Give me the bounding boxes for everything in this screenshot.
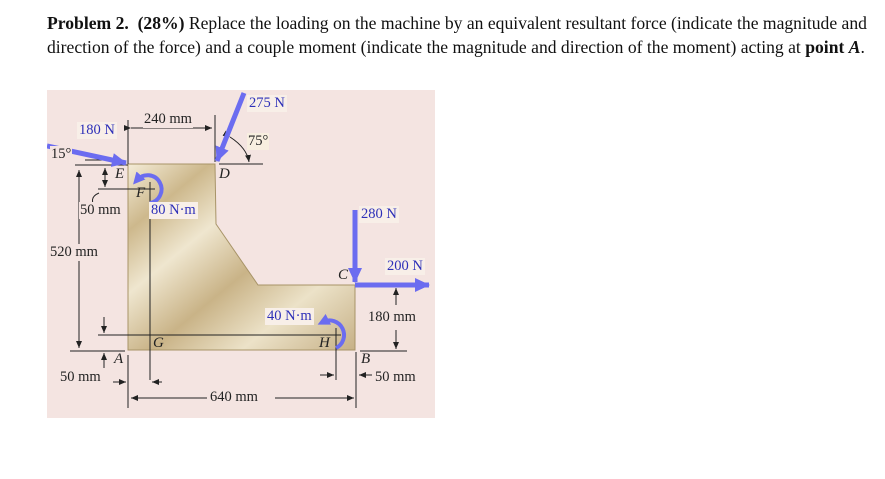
dim-640-label: 640 mm	[209, 389, 259, 406]
problem-label: Problem 2.	[47, 13, 129, 33]
force-275-label: 275 N	[247, 95, 287, 112]
point-E: E	[115, 166, 125, 182]
dim-50-bottom-label: 50 mm	[59, 369, 102, 386]
force-280-label: 280 N	[359, 206, 399, 223]
moment-40-label: 40 N·m	[265, 308, 314, 325]
point-D: D	[219, 166, 230, 182]
point-C: C	[338, 267, 349, 283]
point-F: F	[136, 185, 146, 201]
problem-weight: (28%)	[137, 13, 185, 33]
dim-50-left-label: 50 mm	[79, 202, 122, 219]
angle-75-label: 75°	[247, 133, 270, 150]
point-A: A	[114, 351, 124, 367]
angle-15-label: 15°	[50, 146, 73, 163]
point-B: B	[361, 351, 371, 367]
force-200-label: 200 N	[385, 258, 425, 275]
force-275-arrow	[214, 92, 247, 162]
dim-240-label: 240 mm	[143, 111, 193, 128]
problem-text: Replace the loading on the machine by an…	[47, 13, 867, 57]
force-arrows	[47, 92, 430, 350]
point-G: G	[153, 335, 164, 351]
moment-40-arrow	[317, 313, 347, 350]
point-H: H	[319, 335, 330, 351]
dim-520-label: 520 mm	[49, 244, 99, 261]
force-180-label: 180 N	[77, 122, 117, 139]
dim-50-right-label: 50 mm	[374, 369, 417, 386]
point-word: point	[805, 37, 849, 57]
moment-80-label: 80 N·m	[149, 202, 198, 219]
dim-180-label: 180 mm	[367, 309, 417, 326]
point-letter: A	[848, 37, 861, 57]
machine-diagram: 180 N 275 N 280 N 200 N 80 N·m 40 N·m 15…	[47, 90, 435, 418]
problem-statement: Problem 2. (28%) Replace the loading on …	[47, 13, 867, 57]
moment-80-arrow	[133, 171, 164, 205]
